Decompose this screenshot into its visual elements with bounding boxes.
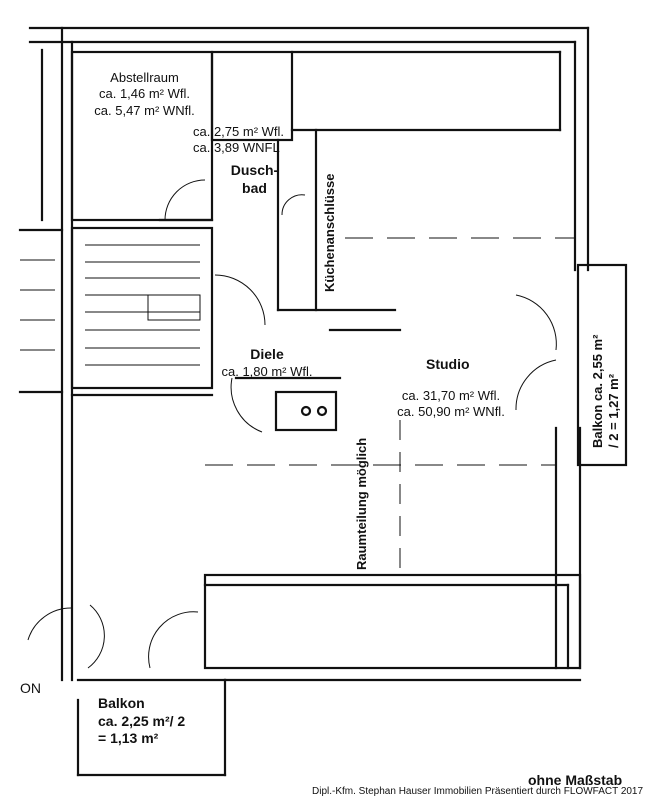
bottom-block: [203, 573, 582, 670]
abstellraum-name: Abstellraum: [110, 70, 179, 85]
duschbad-area-label: ca. 2,75 m² Wfl. ca. 3,89 WNFL: [193, 124, 284, 157]
studio-name: Studio: [426, 356, 470, 372]
abstellraum-wfl: ca. 1,46 m² Wfl.: [98, 86, 191, 102]
duschbad-name: Dusch- bad: [222, 162, 287, 197]
staircase: [70, 226, 214, 390]
balkon-bottom-name: Balkon: [98, 695, 145, 711]
studio-wfl: ca. 31,70 m² Wfl.: [401, 388, 501, 403]
studio-area-label: ca. 31,70 m² Wfl. ca. 50,90 m² WNfl.: [388, 388, 514, 421]
north-marker: ON: [20, 680, 41, 696]
footer-credit: Dipl.-Kfm. Stephan Hauser Immobilien Prä…: [312, 786, 644, 797]
balkon-bottom-label: Balkon ca. 2,25 m²/ 2 = 1,13 m²: [98, 695, 185, 748]
studio-wnfl: ca. 50,90 m² WNfl.: [397, 404, 505, 420]
kuechenanschluesse-label: Küchenanschlüsse: [322, 173, 337, 293]
door-abstellraum: [164, 179, 206, 221]
scale-note: ohne Maßstab: [528, 772, 623, 788]
balkon-right-line1: Balkon ca. 2,55 m²: [590, 334, 605, 448]
balcony-right-frame: [576, 263, 628, 467]
duschbad-wfl: ca. 2,75 m² Wfl.: [193, 124, 285, 139]
balkon-right-line2: / 2 = 1,27 m²: [606, 373, 622, 448]
diele-wfl: ca. 1,80 m² Wfl.: [221, 363, 313, 379]
balkon-bottom-area: ca. 2,25 m²/ 2: [98, 712, 186, 729]
duschbad-wnfl: ca. 3,89 WNFL: [193, 140, 280, 156]
balkon-bottom-result: = 1,13 m²: [98, 730, 159, 746]
diele-label: Diele ca. 1,80 m² Wfl.: [212, 346, 322, 380]
raumteilung-label: Raumteilung möglich: [354, 437, 369, 570]
duschbad-name-line1: Dusch-: [230, 162, 279, 178]
abstellraum-label: Abstellraum ca. 1,46 m² Wfl. ca. 5,47 m²…: [82, 70, 207, 119]
balkon-right-label: Balkon ca. 2,55 m² / 2 = 1,27 m²: [590, 335, 623, 448]
duschbad-name-line2: bad: [242, 179, 267, 196]
abstellraum-wnfl: ca. 5,47 m² WNfl.: [94, 102, 195, 118]
diele-name: Diele: [250, 346, 284, 362]
hob-block: [274, 390, 338, 432]
